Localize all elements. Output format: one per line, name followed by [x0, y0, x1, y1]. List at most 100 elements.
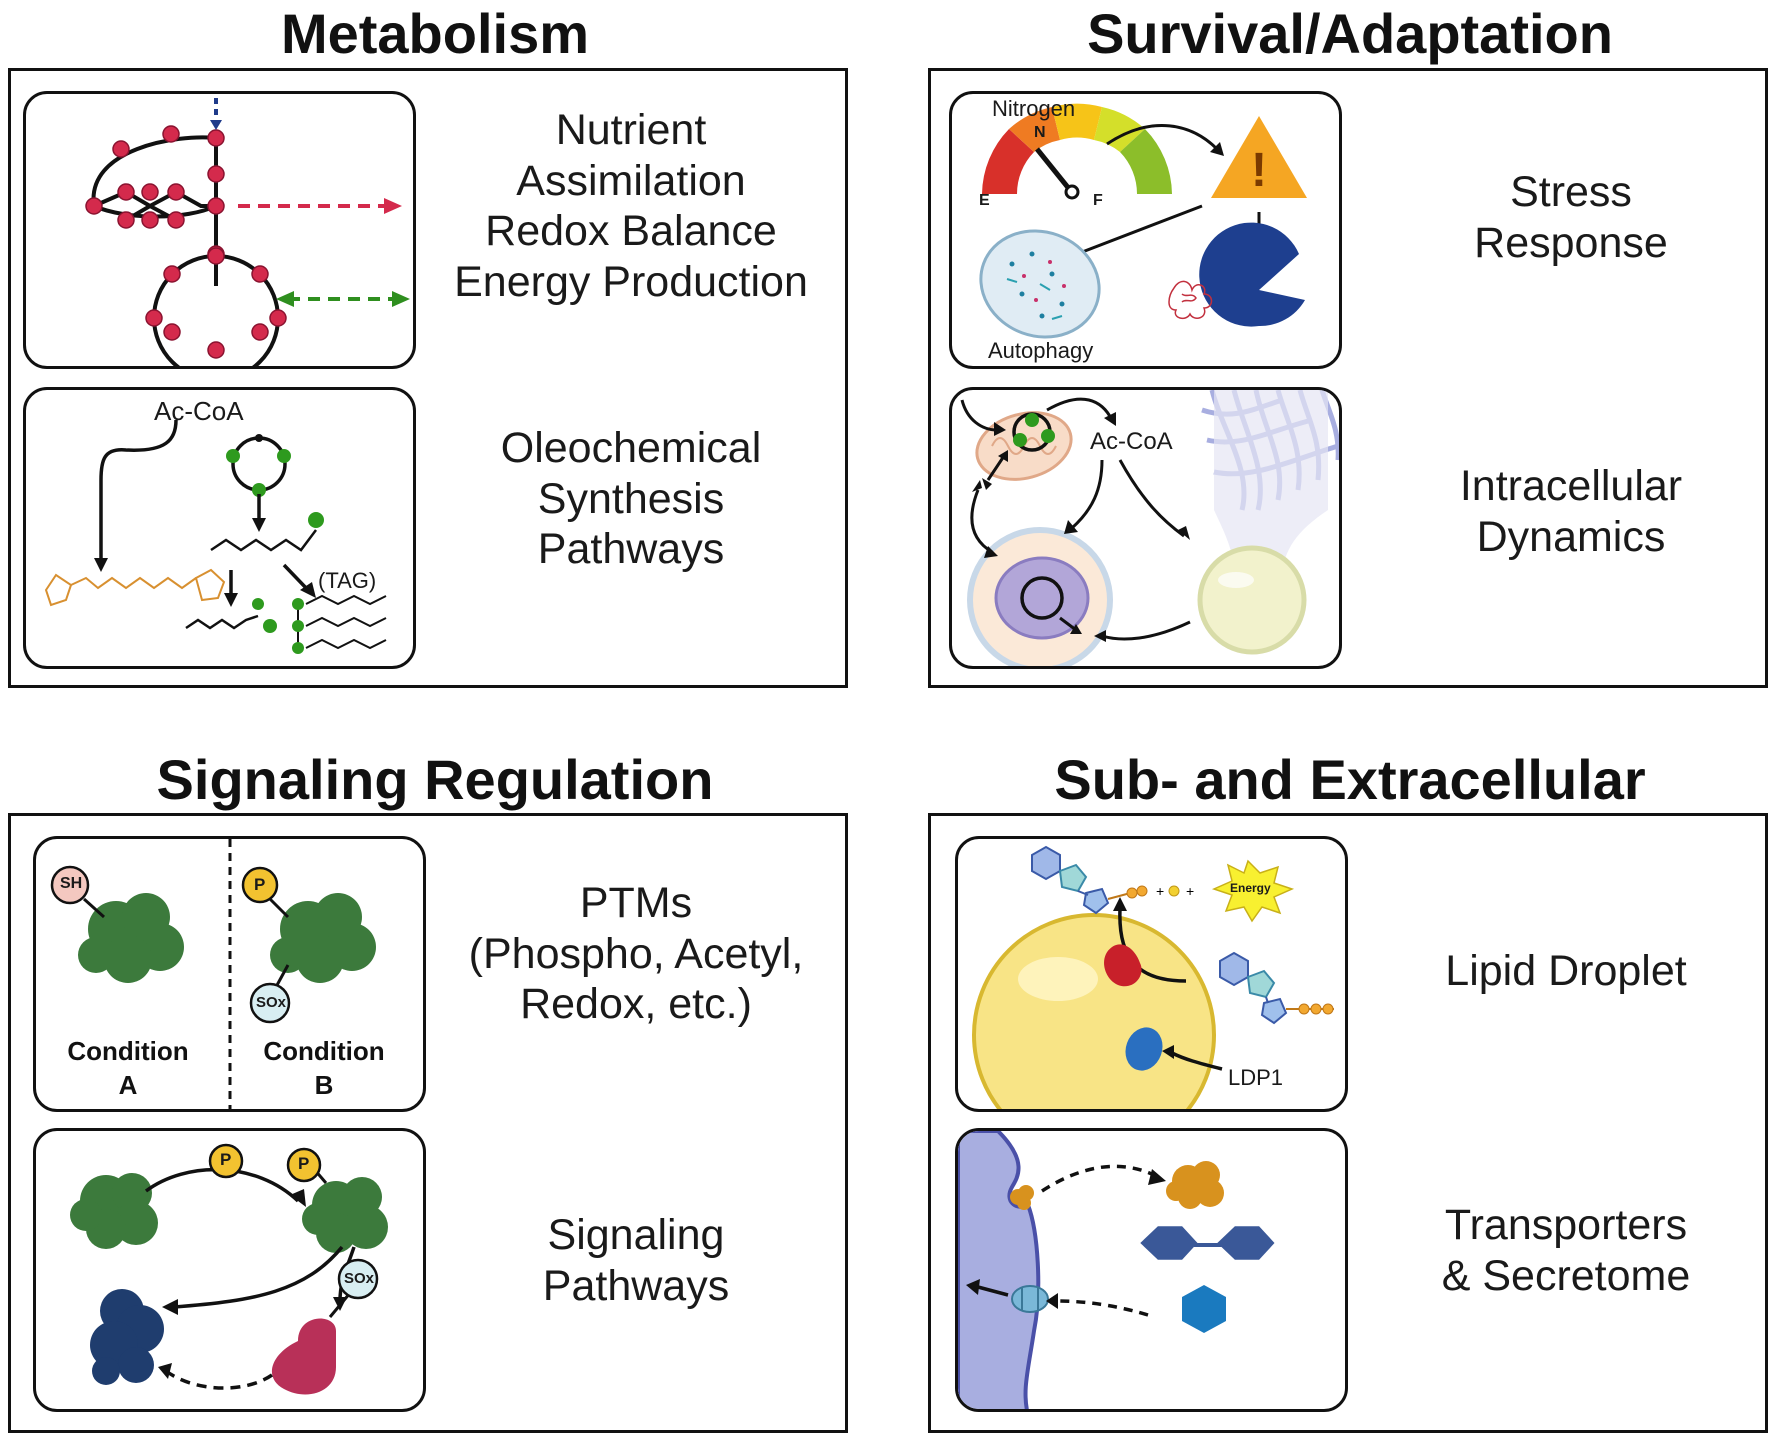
- signaling-box1-text: PTMs (Phospho, Acetyl, Redox, etc.): [431, 878, 841, 1030]
- ptms-box: SH P SOx Condition A Condition B: [33, 836, 426, 1112]
- desc-line: Oleochemical: [500, 424, 762, 472]
- tag-label: (TAG): [318, 568, 377, 593]
- secreted-protein-icon: [1166, 1161, 1224, 1209]
- metabolism-box2-text: Oleochemical Synthesis Pathways: [416, 423, 846, 575]
- phosphate-icon: [208, 1143, 244, 1179]
- desc-line: Intracellular: [1459, 462, 1683, 510]
- signaling-title: Signaling Regulation: [156, 748, 714, 811]
- ac-coa-label: Ac-CoA: [154, 396, 244, 426]
- desc-line: Energy Production: [454, 258, 808, 307]
- desc-line: Redox, etc.): [520, 980, 752, 1029]
- signaling-pathways-box: P P SOx: [33, 1128, 426, 1412]
- desc-line: PTMs: [579, 879, 693, 927]
- desc-line: Transporters: [1444, 1201, 1688, 1249]
- desc-line: Assimilation: [516, 156, 746, 205]
- sox-group-icon: [337, 1258, 379, 1300]
- desc-line: & Secretome: [1441, 1251, 1691, 1300]
- phosphate-icon: [286, 1147, 322, 1183]
- protein-aggregate-icon: [1168, 280, 1213, 320]
- sh-group-icon: [50, 865, 90, 905]
- subcellular-box1-text: Lipid Droplet: [1371, 946, 1761, 997]
- ac-coa-branch-arrow: [99, 419, 178, 560]
- gauge-f-label: F: [1093, 192, 1103, 209]
- desc-line: Dynamics: [1476, 512, 1666, 561]
- p-label: P: [254, 875, 266, 894]
- intracellular-dynamics-box: Ac-CoA: [949, 387, 1342, 669]
- svg-text:+: +: [1156, 883, 1164, 899]
- sox-label: SOx: [256, 994, 287, 1011]
- survival-panel: ! Nitrogen N E F Autophagy Stress Respon…: [928, 68, 1768, 688]
- fatty-acid-chain: [210, 529, 317, 552]
- survival-title: Survival/Adaptation: [1087, 2, 1613, 65]
- metabolite-nodes: [85, 125, 287, 359]
- lipid-droplet-box: + + Energy LDP1: [955, 836, 1348, 1112]
- desc-line: (Phospho, Acetyl,: [468, 929, 804, 978]
- lipid-droplet-icon: [972, 913, 1216, 1109]
- desc-line: Stress: [1510, 168, 1632, 216]
- pacman-proteasome-icon: [1199, 222, 1305, 327]
- warning-to-autophagy-arrow: [1076, 204, 1203, 256]
- lipase-icon: [1104, 944, 1142, 987]
- subcellular-box2-text: Transporters & Secretome: [1371, 1200, 1761, 1301]
- cell-membrane-icon: [958, 1131, 1041, 1409]
- er-stalk: [1214, 390, 1328, 580]
- atp-structure-icon: [1219, 951, 1334, 1025]
- sox-label: SOx: [344, 1270, 375, 1287]
- carotenoid-chain: [70, 576, 197, 590]
- desc-line: Lipid Droplet: [1445, 947, 1687, 995]
- phosphate-icon: [241, 866, 279, 904]
- survival-box2-text: Intracellular Dynamics: [1381, 461, 1761, 562]
- protein-navy-icon: [90, 1289, 164, 1385]
- transporters-box: [955, 1128, 1348, 1412]
- signaling-panel: SH P SOx Condition A Condition B PTMs (P…: [8, 813, 848, 1433]
- ac-coa-label-2: Ac-CoA: [1090, 428, 1173, 455]
- hexagon-molecule-icon: [1182, 1285, 1226, 1333]
- cycle: [231, 436, 287, 492]
- gauge-e-label: E: [979, 192, 990, 209]
- energy-label: Energy: [1230, 881, 1271, 895]
- condition-line: A: [118, 1069, 138, 1100]
- ldp1-label: LDP1: [1228, 1065, 1284, 1090]
- desc-line: Nutrient: [555, 106, 707, 154]
- subcellular-panel: + + Energy LDP1 Lipid Droplet: [928, 813, 1768, 1433]
- feedback-dashed-arrow: [164, 1369, 273, 1390]
- svg-text:!: !: [1251, 144, 1267, 197]
- warning-icon: [1211, 116, 1307, 198]
- subcellular-title: Sub- and Extracellular: [1054, 748, 1646, 811]
- signal-arrow-left: [173, 1245, 344, 1309]
- nucleus-icon: [994, 556, 1090, 640]
- sh-label: SH: [60, 875, 83, 892]
- autophagy-label: Autophagy: [988, 338, 1094, 363]
- metabolic-network-diagram: [91, 135, 280, 366]
- desc-line: Redox Balance: [485, 207, 777, 256]
- autophagy-mitochondrion-icon: [979, 229, 1101, 339]
- ldp1-protein-icon: [1125, 1027, 1163, 1071]
- condition-line: Condition: [263, 1036, 385, 1066]
- desc-line: Synthesis: [537, 474, 725, 523]
- nitrogen-label: Nitrogen: [992, 96, 1076, 121]
- condition-a-label: Condition A: [48, 1035, 208, 1103]
- desc-line: Signaling: [547, 1211, 725, 1259]
- condition-line: B: [314, 1069, 334, 1100]
- molecule-dimer-icon: [1140, 1226, 1275, 1260]
- secreted-protein-icon: [1010, 1185, 1034, 1210]
- protein-green-icon: [70, 1173, 158, 1249]
- desc-line: Pathways: [542, 1261, 730, 1310]
- metabolism-title: Metabolism: [280, 2, 590, 65]
- desc-line: Pathways: [537, 525, 725, 574]
- metabolism-box1-text: Nutrient Assimilation Redox Balance Ener…: [416, 105, 846, 308]
- stress-response-box: ! Nitrogen N E F Autophagy: [949, 91, 1342, 369]
- nitrogen-gauge-icon: [982, 103, 1172, 200]
- p-label: P: [298, 1154, 310, 1173]
- survival-box1-text: Stress Response: [1381, 167, 1761, 268]
- metabolic-network-box: [23, 91, 416, 369]
- condition-line: Condition: [67, 1036, 189, 1066]
- metabolite-structure-icon: + +: [1031, 845, 1194, 915]
- desc-line: Response: [1474, 218, 1668, 267]
- lipid-droplet-icon: [1197, 545, 1307, 655]
- signaling-box2-text: Signaling Pathways: [431, 1210, 841, 1311]
- protein-green-icon: [270, 893, 376, 983]
- svg-text:+: +: [1186, 883, 1194, 899]
- sox-group-icon: [249, 982, 291, 1024]
- oleochemical-box: Ac-CoA (TAG): [23, 387, 416, 669]
